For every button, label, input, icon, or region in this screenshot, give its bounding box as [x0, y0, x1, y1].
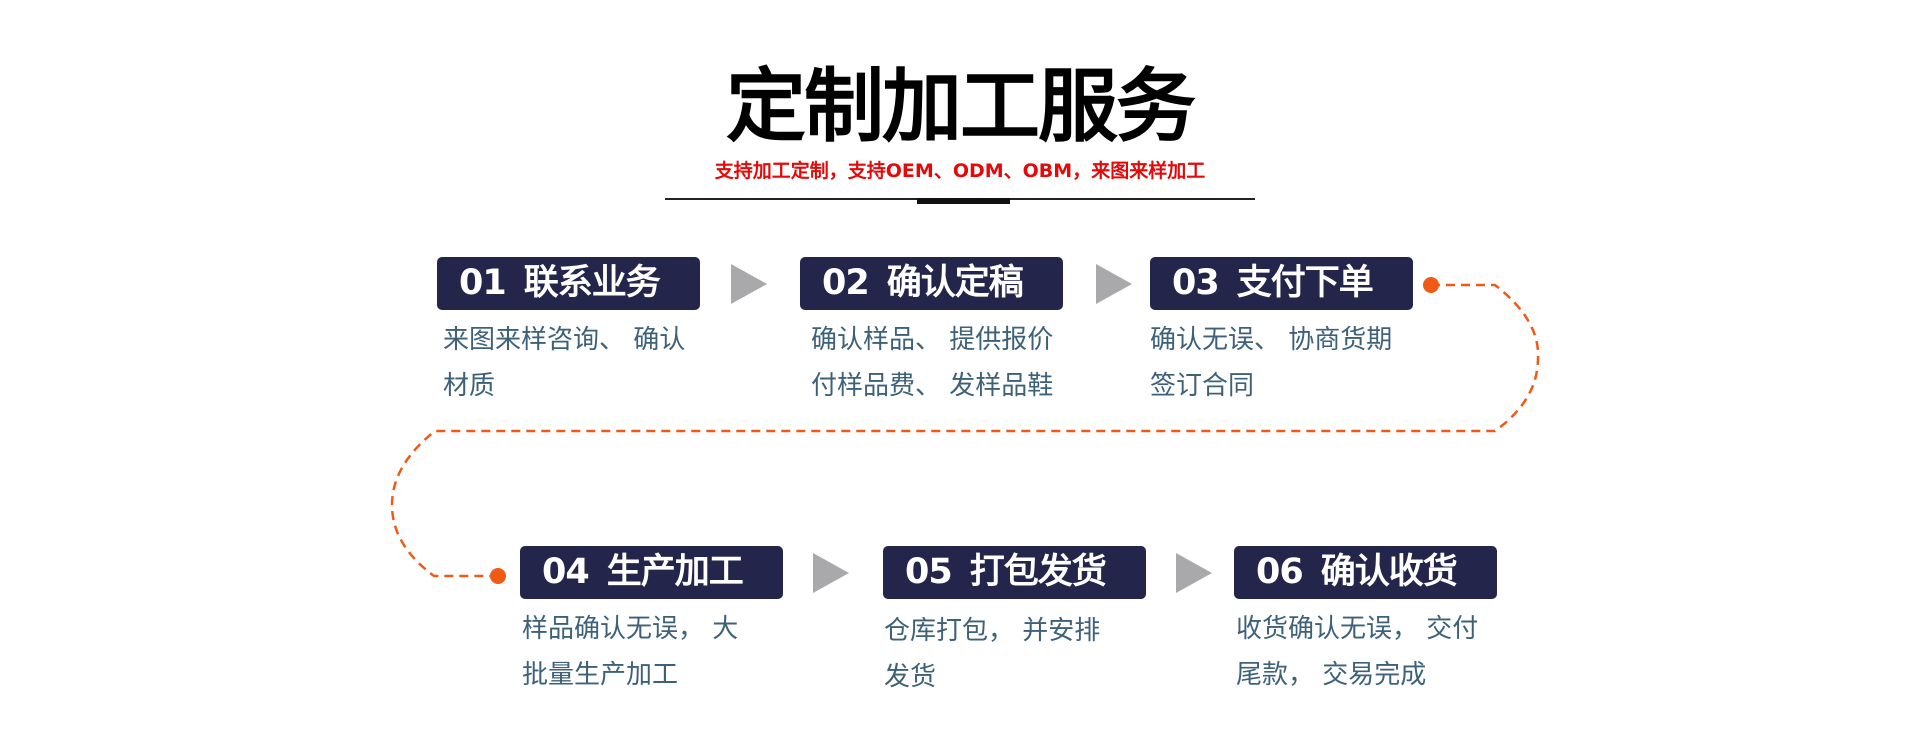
- step-label: 联系业务: [523, 263, 661, 303]
- step-number: 06: [1256, 552, 1304, 592]
- step-label: 确认收货: [1320, 552, 1458, 592]
- desc-line: 样品确认无误， 大: [522, 614, 739, 644]
- desc-line: 收货确认无误， 交付: [1236, 614, 1479, 644]
- step-04-description: 样品确认无误， 大 批量生产加工: [522, 606, 802, 698]
- arrow-right-icon: [813, 553, 849, 593]
- step-06-description: 收货确认无误， 交付 尾款， 交易完成: [1236, 606, 1516, 698]
- step-label: 确认定稿: [886, 263, 1024, 303]
- desc-line: 材质: [443, 371, 496, 401]
- divider-accent: [917, 198, 1010, 204]
- step-number: 03: [1172, 263, 1220, 303]
- connector-end-dot-icon: [490, 568, 506, 584]
- page-title: 定制加工服务: [726, 60, 1196, 153]
- step-05-description: 仓库打包， 并安排 发货: [884, 608, 1164, 700]
- step-05-badge: 05 打包发货: [883, 546, 1146, 599]
- step-06-badge: 06 确认收货: [1234, 546, 1497, 599]
- desc-line: 签订合同: [1150, 371, 1255, 401]
- desc-line: 仓库打包， 并安排: [884, 616, 1101, 646]
- step-03-badge: 03 支付下单: [1150, 257, 1413, 310]
- desc-line: 来图来样咨询、 确认: [443, 325, 686, 355]
- connector-start-dot-icon: [1423, 277, 1439, 293]
- desc-line: 确认无误、 协商货期: [1150, 325, 1393, 355]
- step-01-description: 来图来样咨询、 确认 材质: [443, 317, 723, 409]
- desc-line: 批量生产加工: [522, 660, 679, 690]
- step-label: 支付下单: [1236, 263, 1374, 303]
- step-number: 04: [542, 552, 590, 592]
- desc-line: 确认样品、 提供报价: [811, 325, 1054, 355]
- step-03-description: 确认无误、 协商货期 签订合同: [1150, 317, 1430, 409]
- step-label: 生产加工: [606, 552, 744, 592]
- desc-line: 尾款， 交易完成: [1236, 660, 1427, 690]
- page-subtitle: 支持加工定制，支持OEM、ODM、OBM，来图来样加工: [714, 160, 1206, 182]
- step-number: 01: [459, 263, 507, 303]
- step-label: 打包发货: [969, 552, 1107, 592]
- desc-line: 发货: [884, 662, 937, 692]
- arrow-right-icon: [1176, 553, 1212, 593]
- step-02-description: 确认样品、 提供报价 付样品费、 发样品鞋: [811, 317, 1091, 409]
- step-number: 05: [905, 552, 953, 592]
- desc-line: 付样品费、 发样品鞋: [811, 371, 1054, 401]
- step-04-badge: 04 生产加工: [520, 546, 783, 599]
- step-number: 02: [822, 263, 870, 303]
- arrow-right-icon: [1096, 264, 1132, 304]
- step-02-badge: 02 确认定稿: [800, 257, 1063, 310]
- step-01-badge: 01 联系业务: [437, 257, 700, 310]
- arrow-right-icon: [731, 264, 767, 304]
